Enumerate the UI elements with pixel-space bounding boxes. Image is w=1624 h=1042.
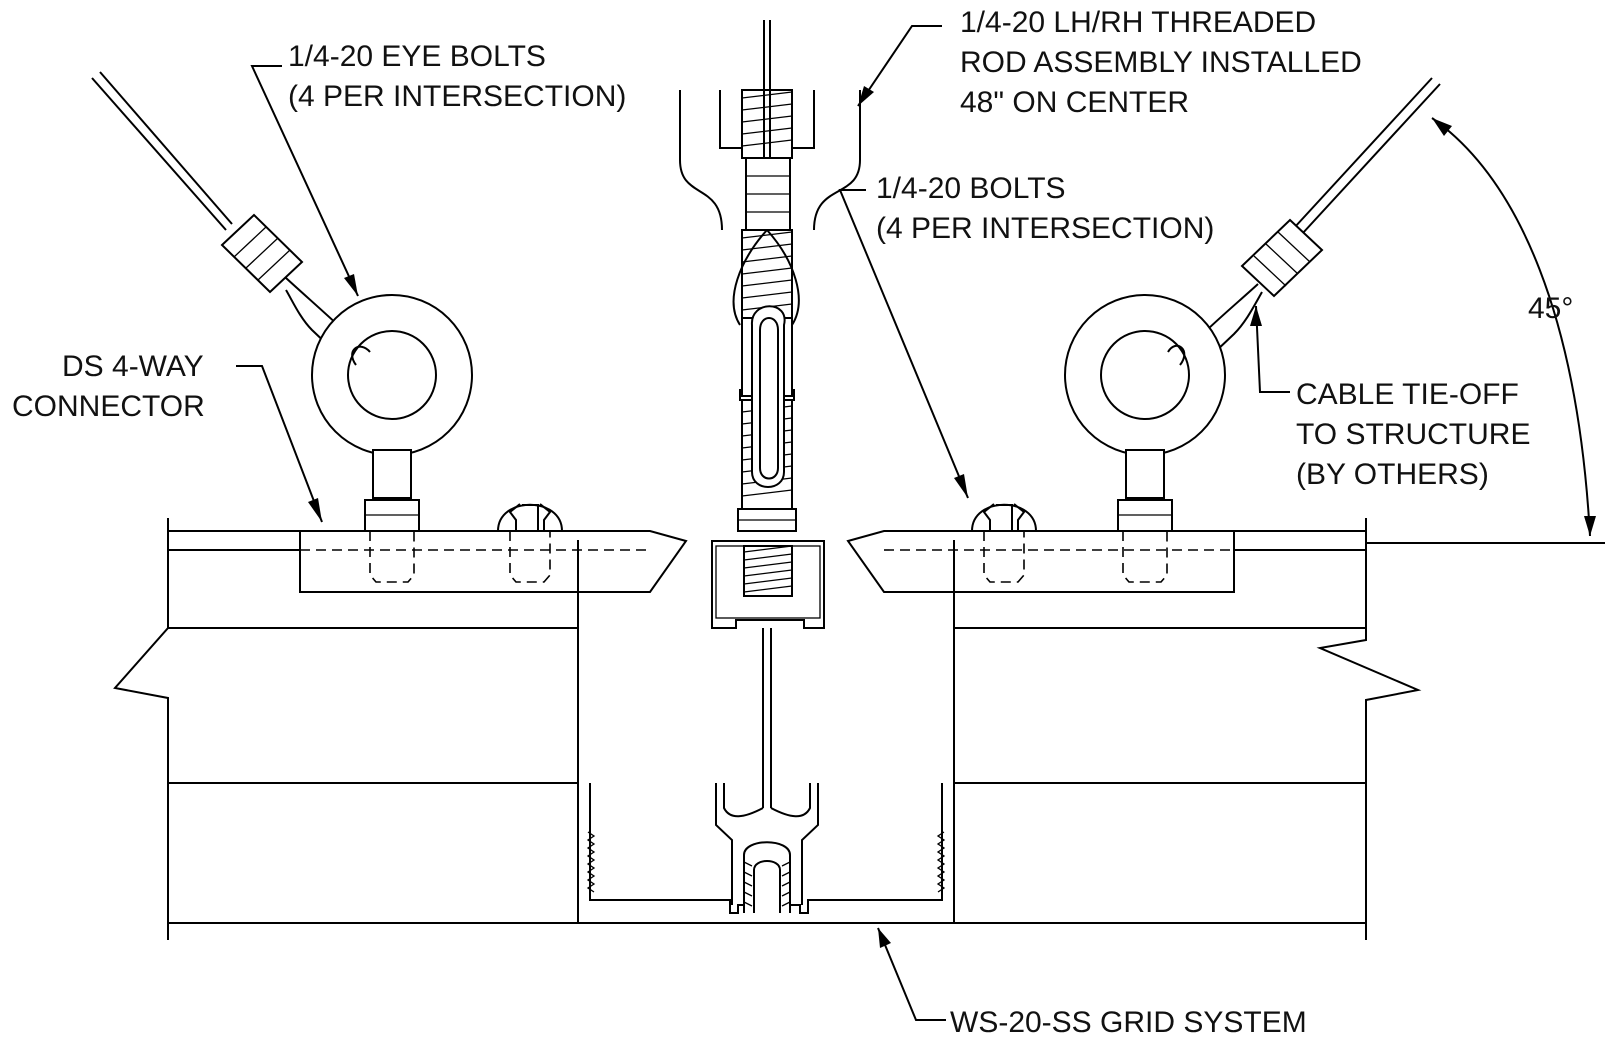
right-round-bolt: [970, 503, 1038, 583]
label-cable-tie-line2: TO STRUCTURE: [1296, 418, 1530, 451]
label-connector-line2: CONNECTOR: [12, 390, 205, 423]
label-cable-tie-line1: CABLE TIE-OFF: [1296, 378, 1519, 411]
label-bolts-line1: 1/4-20 BOLTS: [876, 172, 1066, 205]
left-eye-bolt-assembly: [91, 71, 473, 583]
label-cable-tie-line3: (BY OTHERS): [1296, 458, 1489, 491]
label-threaded-rod: 1/4-20 LH/RH THREADED ROD ASSEMBLY INSTA…: [960, 6, 1362, 119]
left-round-bolt: [496, 503, 564, 583]
label-threaded-rod-line2: ROD ASSEMBLY INSTALLED: [960, 46, 1362, 79]
label-angle: 45°: [1528, 292, 1573, 325]
leader-lines: [236, 25, 1596, 1021]
center-hanger-assembly: [679, 20, 861, 913]
label-eye-bolts: 1/4-20 EYE BOLTS (4 PER INTERSECTION): [288, 40, 626, 113]
label-connector-line1: DS 4-WAY: [62, 350, 204, 383]
label-threaded-rod-line1: 1/4-20 LH/RH THREADED: [960, 6, 1316, 39]
label-cable-tie: CABLE TIE-OFF TO STRUCTURE (BY OTHERS): [1296, 378, 1530, 491]
label-eye-bolts-line2: (4 PER INTERSECTION): [288, 80, 626, 113]
label-eye-bolts-line1: 1/4-20 EYE BOLTS: [288, 40, 546, 73]
right-eye-bolt-assembly: [1064, 77, 1441, 583]
label-threaded-rod-line3: 48" ON CENTER: [960, 86, 1189, 119]
label-bolts: 1/4-20 BOLTS (4 PER INTERSECTION): [876, 172, 1214, 245]
label-grid-system: WS-20-SS GRID SYSTEM: [950, 1006, 1307, 1039]
label-bolts-line2: (4 PER INTERSECTION): [876, 212, 1214, 245]
grid-structure: [113, 518, 1605, 940]
label-connector: DS 4-WAY CONNECTOR: [12, 350, 205, 423]
